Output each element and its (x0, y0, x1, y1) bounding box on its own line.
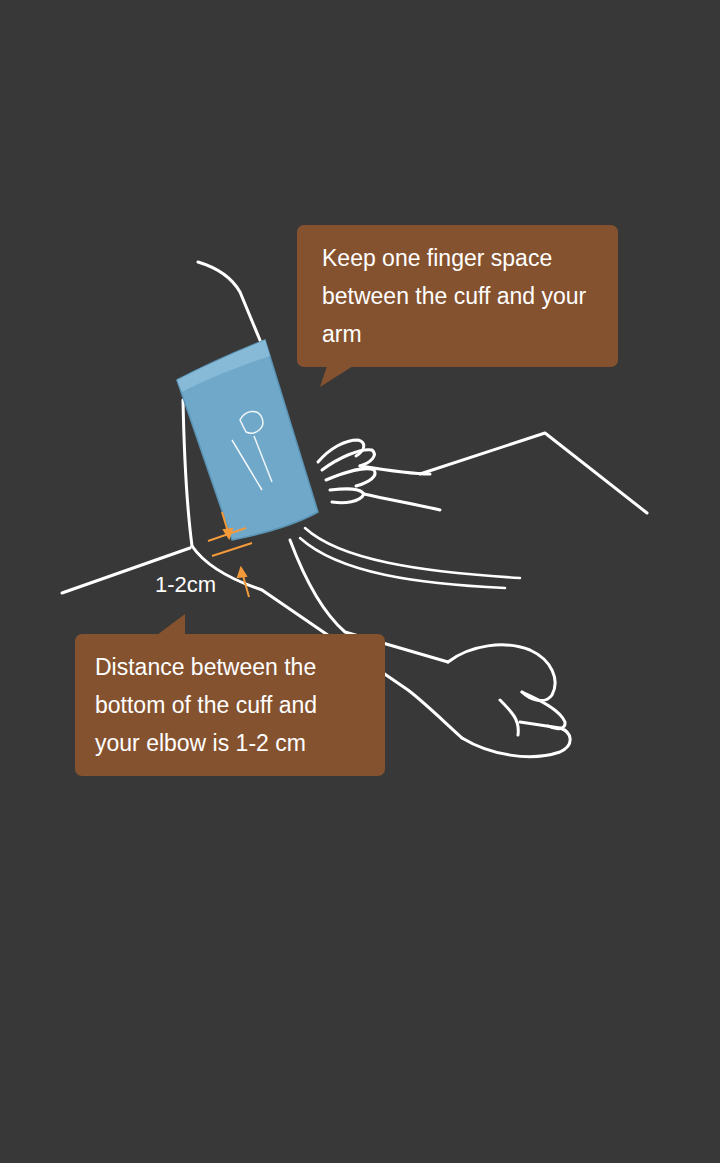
cuff-icon (254, 436, 272, 482)
cuff-icon (232, 440, 262, 490)
callout-box: Keep one finger space between the cuff a… (297, 225, 618, 367)
table-edge (420, 433, 647, 513)
cuff-tube (305, 528, 520, 578)
hand-outline (522, 692, 565, 729)
callout-tail (317, 366, 357, 388)
arrow-head (224, 529, 232, 538)
hand-outline (448, 645, 555, 701)
callout-text: Keep one finger space between the cuff a… (322, 239, 593, 353)
dimension-label: 1-2cm (155, 572, 216, 598)
cuff-shade (177, 340, 270, 392)
dimension-line (212, 543, 252, 556)
hand-outline (364, 494, 440, 510)
hand-outline (330, 489, 364, 503)
cuff-icon (240, 411, 263, 433)
callout-tail (157, 614, 185, 635)
hand-outline (360, 466, 430, 474)
arrow-head (238, 568, 246, 577)
callout-tail (320, 366, 353, 387)
callout-tail (157, 613, 197, 635)
hand-outline (326, 469, 375, 486)
callout-box: Distance between the bottom of the cuff … (75, 634, 385, 776)
arm-outline (198, 262, 262, 345)
hand-outline (500, 700, 518, 735)
callout-text: Distance between the bottom of the cuff … (95, 648, 365, 762)
blood-pressure-cuff (177, 340, 318, 540)
cuff-tube (300, 538, 505, 588)
dimension-line (208, 528, 246, 541)
